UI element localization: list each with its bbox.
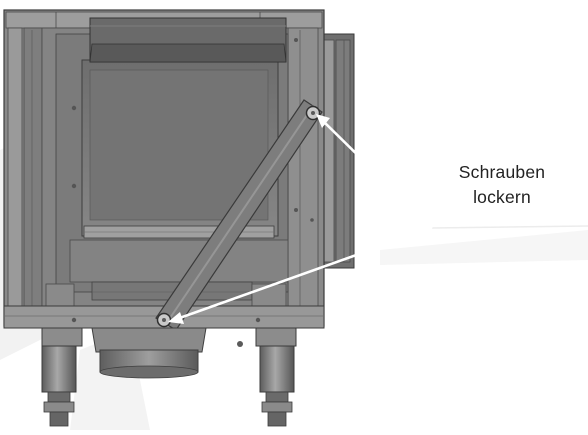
leg-right xyxy=(255,327,297,427)
callout-arrows xyxy=(168,114,588,324)
callout-line-1: Schrauben xyxy=(458,162,546,182)
screw-upper xyxy=(305,105,321,121)
screw-lower xyxy=(156,312,172,328)
arrow-line-upper xyxy=(321,119,433,229)
callout-label: Schrauben lockern xyxy=(446,160,558,210)
arrow-head-lower xyxy=(168,312,184,324)
leg-left xyxy=(41,327,83,427)
stove-body xyxy=(3,9,325,329)
callout-line-2: lockern xyxy=(473,187,531,207)
arrow-head-upper xyxy=(316,114,330,128)
bottom-outlet xyxy=(91,327,207,379)
arrow-line-lower xyxy=(173,226,433,322)
